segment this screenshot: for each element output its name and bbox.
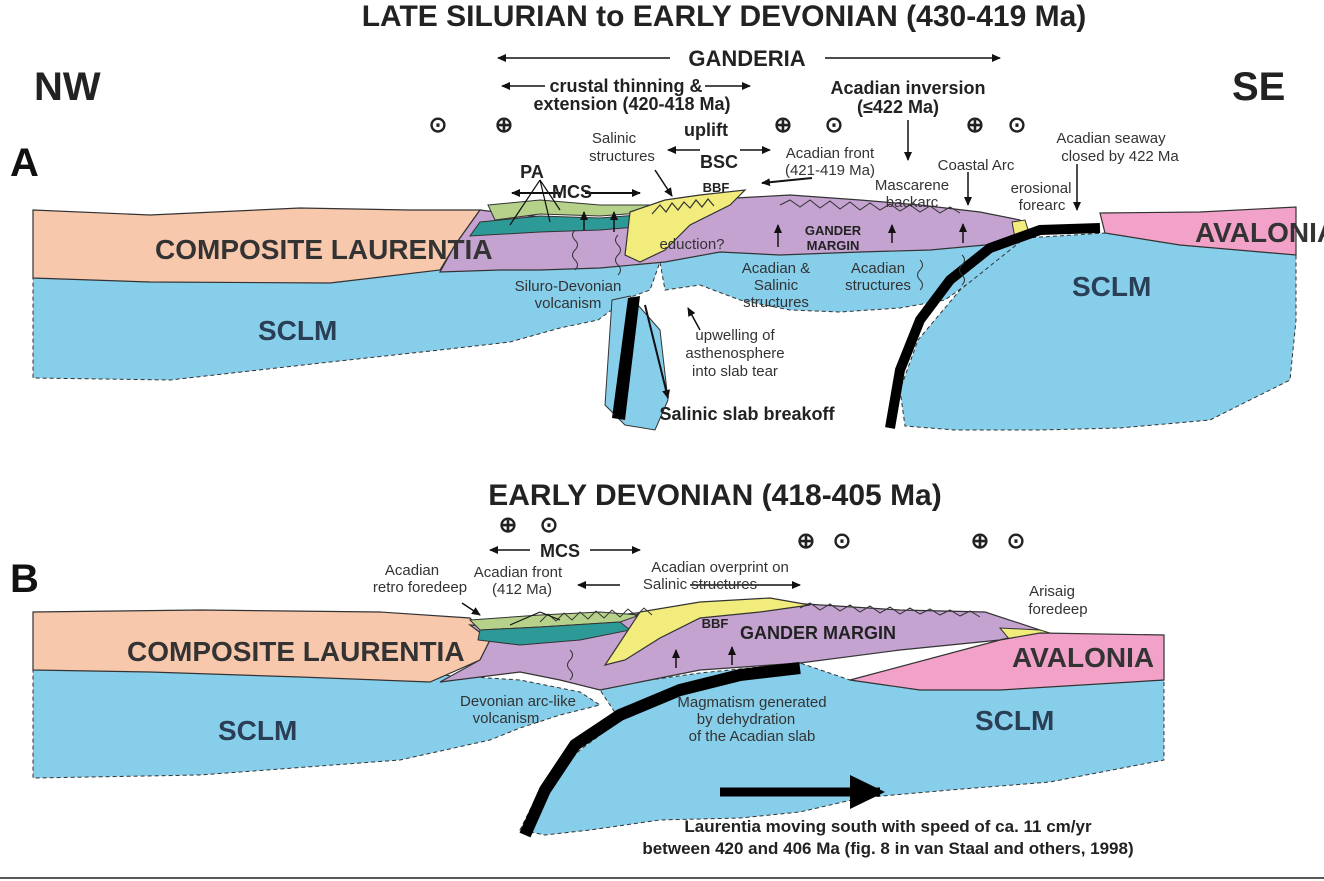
label-front-412-2: (412 Ma) xyxy=(492,581,552,598)
label-arc-volcanism: Devonian arc-like xyxy=(460,693,576,710)
into-page-icon: ⊕ xyxy=(495,112,513,137)
title-early-devonian: EARLY DEVONIAN (418-405 Ma) xyxy=(488,479,942,512)
into-page-icon: ⊕ xyxy=(774,112,792,137)
footnote-line-1: Laurentia moving south with speed of ca.… xyxy=(684,817,1092,836)
label-siluro-devonian-2: volcanism xyxy=(535,295,602,312)
label-seaway: Acadian seaway xyxy=(1056,130,1166,147)
label-erosional: erosional xyxy=(1011,180,1072,197)
label-acadian-inversion-2: (≤422 Ma) xyxy=(857,97,939,117)
label-sclm-right-b: SCLM xyxy=(975,705,1054,736)
label-acadian-inversion: Acadian inversion xyxy=(830,78,985,98)
out-of-page-icon: ⊙ xyxy=(825,112,843,137)
label-upwelling-2: asthenosphere xyxy=(685,345,784,362)
label-front-412: Acadian front xyxy=(474,564,563,581)
label-mascarene-2: backarc xyxy=(886,194,939,211)
label-retro-foredeep: Acadian xyxy=(385,562,439,579)
label-mascarene: Mascarene xyxy=(875,177,949,194)
label-coastal-arc: Coastal Arc xyxy=(938,157,1015,174)
label-acadian-front-2: (421-419 Ma) xyxy=(785,162,875,179)
panel-a-section xyxy=(33,190,1296,430)
label-retro-foredeep-2: retro foredeep xyxy=(373,579,467,596)
label-upwelling-3: into slab tear xyxy=(692,363,778,380)
label-sclm-right: SCLM xyxy=(1072,271,1151,302)
label-siluro-devonian: Siluro-Devonian xyxy=(515,278,622,295)
label-acadian-front: Acadian front xyxy=(786,145,875,162)
label-crustal-thinning-2: extension (420-418 Ma) xyxy=(533,94,730,114)
label-uplift: uplift xyxy=(684,120,728,140)
sclm-right-b xyxy=(520,663,1164,835)
label-gander-margin: GANDER xyxy=(805,223,862,238)
out-of-page-icon: ⊙ xyxy=(833,528,851,553)
label-sclm-left-b: SCLM xyxy=(218,715,297,746)
label-overprint: Acadian overprint on xyxy=(651,559,789,576)
label-upwelling: upwelling of xyxy=(695,327,775,344)
into-page-icon: ⊕ xyxy=(966,112,984,137)
label-ganderia: GANDERIA xyxy=(688,46,805,71)
label-acadian-salinic-2: Salinic xyxy=(754,277,799,294)
label-gander-margin-b: GANDER MARGIN xyxy=(740,623,896,643)
label-acadian-salinic: Acadian & xyxy=(742,260,810,277)
direction-se: SE xyxy=(1232,65,1285,109)
label-bbf-b: BBF xyxy=(702,616,729,631)
label-avalonia: AVALONIA xyxy=(1195,217,1324,248)
label-breakoff: Salinic slab breakoff xyxy=(659,404,835,424)
label-bbf: BBF xyxy=(703,180,730,195)
label-bsc: BSC xyxy=(700,152,738,172)
label-gander-margin-2: MARGIN xyxy=(807,238,860,253)
label-seaway-2: closed by 422 Ma xyxy=(1061,148,1179,165)
label-mcs: MCS xyxy=(552,182,592,202)
label-crustal-thinning: crustal thinning & xyxy=(550,76,703,96)
out-of-page-icon: ⊙ xyxy=(1008,112,1026,137)
into-page-icon: ⊕ xyxy=(971,528,989,553)
label-acadian-salinic-3: structures xyxy=(743,294,809,311)
label-salinic-structures-2: structures xyxy=(589,148,655,165)
label-overprint-2: Salinic structures xyxy=(643,576,757,593)
label-eduction: eduction? xyxy=(659,236,724,253)
label-sclm-left: SCLM xyxy=(258,315,337,346)
label-arisaig: Arisaig xyxy=(1029,583,1075,600)
out-of-page-icon: ⊙ xyxy=(429,112,447,137)
footnote-line-2: between 420 and 406 Ma (fig. 8 in van St… xyxy=(642,839,1133,858)
label-magmatism-2: by dehydration xyxy=(697,711,795,728)
label-mcs-b: MCS xyxy=(540,541,580,561)
label-arisaig-2: foredeep xyxy=(1028,601,1087,618)
label-arc-volcanism-2: volcanism xyxy=(473,710,540,727)
label-erosional-2: forearc xyxy=(1019,197,1066,214)
label-composite-laurentia: COMPOSITE LAURENTIA xyxy=(155,234,493,265)
label-salinic-structures: Salinic xyxy=(592,130,637,147)
into-page-icon: ⊕ xyxy=(499,512,517,537)
panel-b-label: B xyxy=(10,557,39,601)
direction-nw: NW xyxy=(34,65,101,109)
label-acadian-structures: Acadian xyxy=(851,260,905,277)
out-of-page-icon: ⊙ xyxy=(540,512,558,537)
title-late-silurian: LATE SILURIAN to EARLY DEVONIAN (430-419… xyxy=(362,0,1087,33)
label-magmatism-3: of the Acadian slab xyxy=(689,728,816,745)
label-avalonia-b: AVALONIA xyxy=(1012,642,1154,673)
label-magmatism: Magmatism generated xyxy=(677,694,826,711)
out-of-page-icon: ⊙ xyxy=(1007,528,1025,553)
panel-a-label: A xyxy=(10,141,39,185)
label-acadian-structures-2: structures xyxy=(845,277,911,294)
label-composite-laurentia-b: COMPOSITE LAURENTIA xyxy=(127,636,465,667)
into-page-icon: ⊕ xyxy=(797,528,815,553)
label-pa: PA xyxy=(520,162,544,182)
